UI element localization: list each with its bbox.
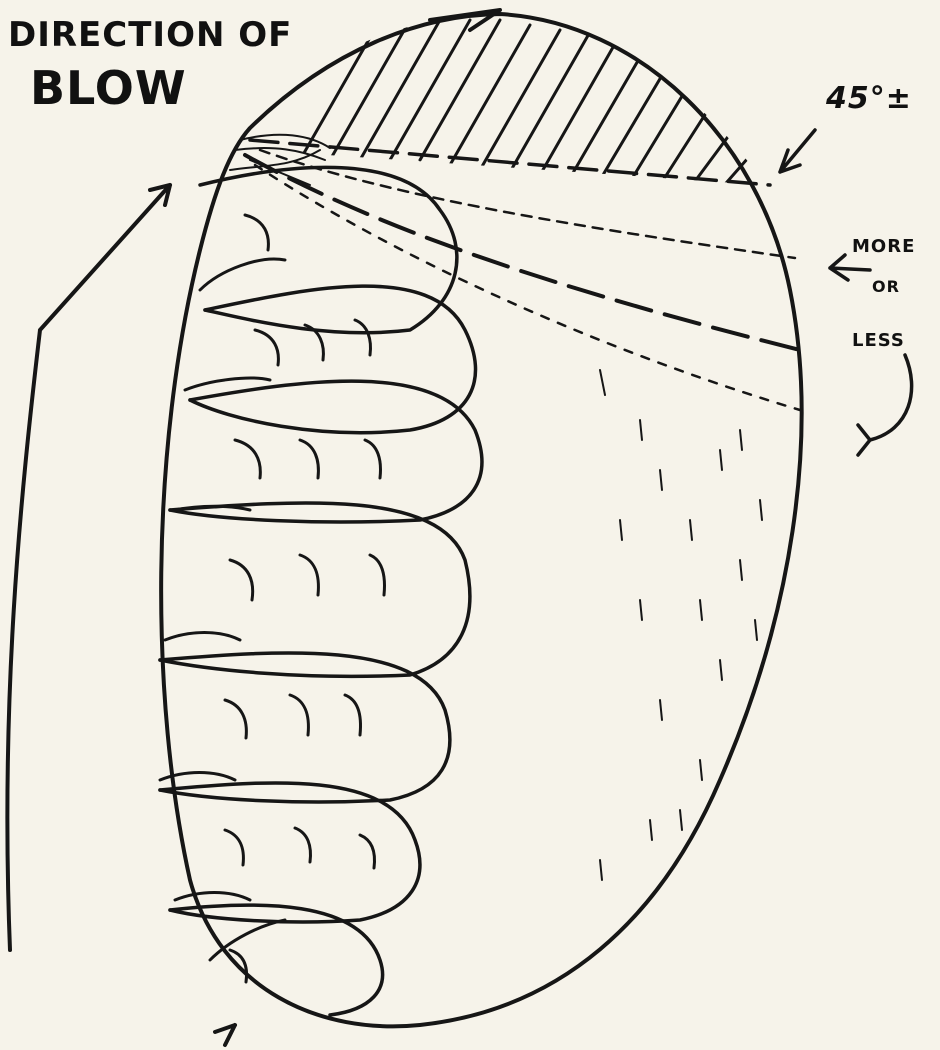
blow-label: BLOW (30, 61, 187, 115)
more-label: MORE (852, 236, 915, 257)
or-label: OR (872, 277, 900, 296)
platform-scratch-marks (230, 135, 330, 185)
cortex-stippling (600, 370, 762, 880)
less-curve-arrow (858, 355, 912, 455)
less-label: LESS (852, 330, 905, 351)
angle-label: 45°± (825, 81, 912, 116)
bottom-arrow-icon (215, 1025, 235, 1045)
direction-of-blow-arrow (7, 185, 170, 950)
more-pointer-arrow (830, 255, 870, 280)
angle-pointer-arrow (780, 130, 815, 172)
fingers (160, 167, 482, 1015)
direction-of-label: DIRECTION OF (8, 15, 292, 55)
fracture-dashed-line (245, 155, 800, 350)
